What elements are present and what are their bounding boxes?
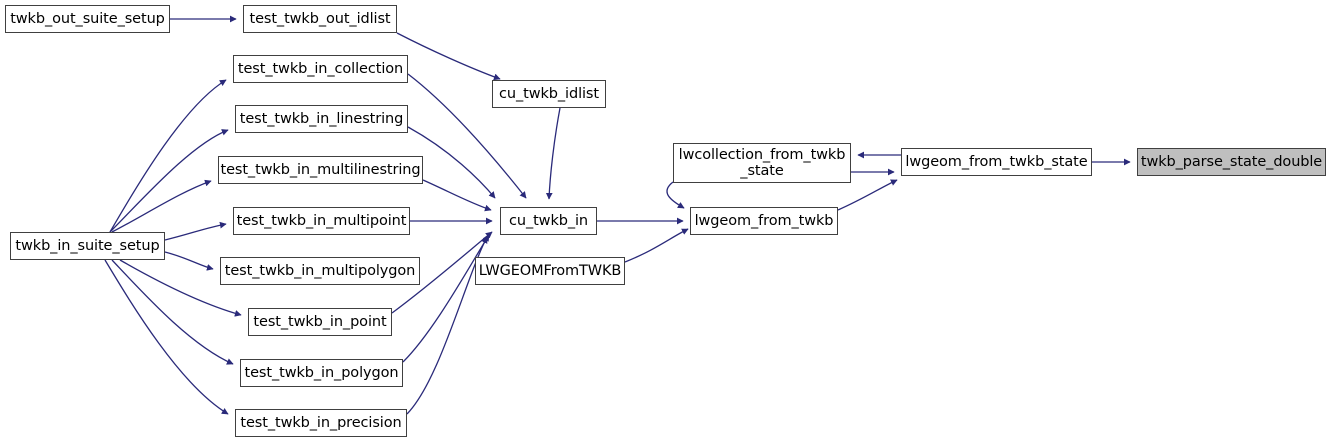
graph-edge xyxy=(666,181,685,209)
graph-node-test_twkb_in_multilinestring[interactable]: test_twkb_in_multilinestring xyxy=(218,156,423,184)
graph-edge xyxy=(111,259,234,365)
graph-edge xyxy=(396,32,501,81)
graph-node-lwgeom_from_twkb_state[interactable]: lwgeom_from_twkb_state xyxy=(901,148,1092,176)
graph-edge xyxy=(545,107,561,200)
graph-edge xyxy=(109,129,229,233)
graph-edge xyxy=(164,251,214,271)
graph-node-test_twkb_in_polygon[interactable]: test_twkb_in_polygon xyxy=(240,359,403,387)
graph-node-cu_twkb_idlist[interactable]: cu_twkb_idlist xyxy=(492,80,606,108)
graph-node-test_twkb_in_linestring[interactable]: test_twkb_in_linestring xyxy=(235,105,408,133)
graph-node-twkb_parse_state_double[interactable]: twkb_parse_state_double xyxy=(1137,148,1326,176)
graph-node-test_twkb_out_idlist[interactable]: test_twkb_out_idlist xyxy=(243,5,397,33)
graph-edge xyxy=(104,259,229,415)
graph-node-lwcollection_from_twkb_state[interactable]: lwcollection_from_twkb _state xyxy=(673,143,851,183)
graph-node-test_twkb_in_multipoint[interactable]: test_twkb_in_multipoint xyxy=(233,207,410,235)
graph-node-twkb_in_suite_setup[interactable]: twkb_in_suite_setup xyxy=(10,232,165,260)
graph-node-test_twkb_in_precision[interactable]: test_twkb_in_precision xyxy=(235,409,407,437)
graph-edge xyxy=(111,179,212,233)
graph-node-twkb_out_suite_setup[interactable]: twkb_out_suite_setup xyxy=(5,5,170,33)
graph-edge xyxy=(837,179,898,211)
graph-edge xyxy=(109,79,227,233)
graph-node-test_twkb_in_point[interactable]: test_twkb_in_point xyxy=(248,308,392,336)
graph-node-LWGEOMFromTWKB[interactable]: LWGEOMFromTWKB xyxy=(475,257,625,285)
graph-edge xyxy=(422,179,492,212)
graph-edge xyxy=(624,228,689,263)
graph-node-test_twkb_in_collection[interactable]: test_twkb_in_collection xyxy=(233,55,408,83)
graph-node-test_twkb_in_multipolygon[interactable]: test_twkb_in_multipolygon xyxy=(220,257,420,285)
graph-edge xyxy=(402,234,490,363)
graph-node-lwgeom_from_twkb[interactable]: lwgeom_from_twkb xyxy=(690,207,838,235)
graph-edge xyxy=(164,221,227,241)
graph-node-cu_twkb_in[interactable]: cu_twkb_in xyxy=(500,207,597,235)
